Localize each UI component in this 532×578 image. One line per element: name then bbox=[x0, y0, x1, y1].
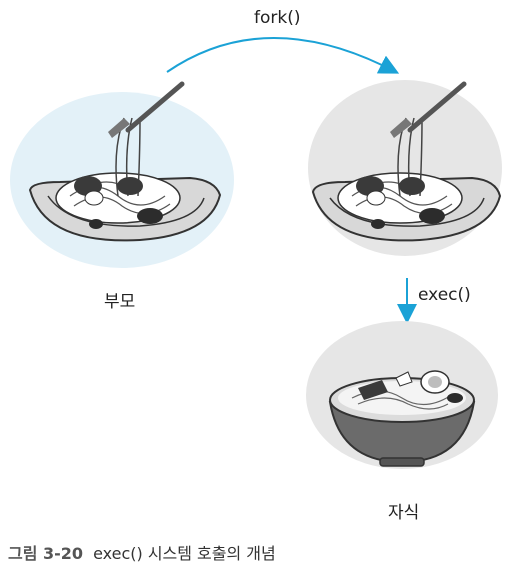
figure-number: 그림 3-20 bbox=[8, 544, 84, 563]
child-noodle-bowl-icon bbox=[306, 321, 498, 469]
fork-arrow bbox=[166, 37, 400, 74]
exec-label: exec() bbox=[418, 285, 471, 305]
parent-pasta-icon bbox=[10, 81, 234, 268]
figure-caption-text: exec() 시스템 호출의 개념 bbox=[93, 544, 276, 563]
child-label: 자식 bbox=[388, 503, 420, 523]
parent-label: 부모 bbox=[104, 292, 136, 312]
child-pasta-icon bbox=[308, 80, 502, 256]
fork-label: fork() bbox=[254, 8, 301, 28]
figure-caption: 그림 3-20 exec() 시스템 호출의 개념 bbox=[8, 540, 276, 564]
